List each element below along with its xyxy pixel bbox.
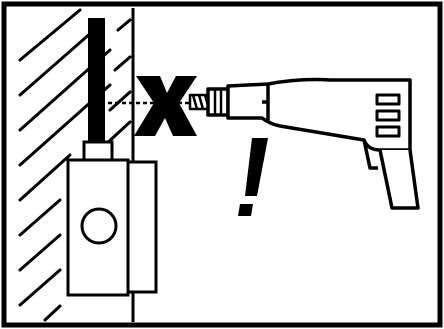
box-side-panel [126, 162, 156, 292]
box-knockout-circle [82, 209, 116, 243]
vertical-cable [88, 18, 105, 146]
drill-chuck [208, 89, 228, 115]
wall-junction-box [68, 142, 156, 295]
drill-vents [377, 95, 399, 136]
